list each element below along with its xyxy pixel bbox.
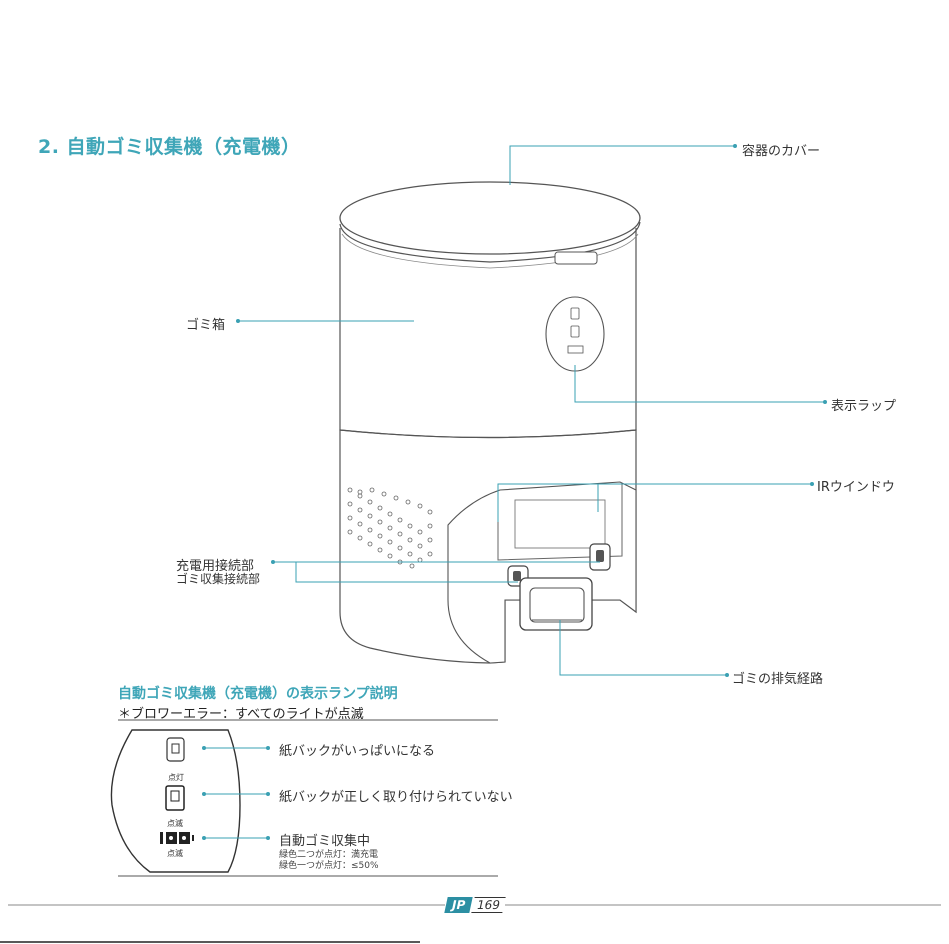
bag-full-icon [167,738,184,761]
page-language: JP [444,897,473,913]
bag-missing-icon [166,786,184,810]
legend-item-text: 紙バックが正しく取り付けられていない [279,786,513,805]
legend-item-text: 紙バックがいっぱいになる [279,740,435,759]
legend-item-subtext: 緑色二つが点灯：満充電 [279,850,378,861]
battery-icon [160,832,194,844]
legend-note: ＊ブロワーエラー：すべてのライトが点滅 [118,703,364,722]
docking-area [448,482,636,663]
page-number-badge: JP 169 [446,896,504,914]
cover-label: 容器のカバー [742,140,820,159]
legend-item-subtext: 緑色一つが点灯：≤50% [279,861,379,872]
exhaust-label: ゴミの排気経路 [732,668,823,687]
indicator-label: 表示ラップ [831,395,896,414]
legend-title: 自動ゴミ収集機（充電機）の表示ランプ説明 [118,683,398,703]
legend-item-text: 自動ゴミ収集中 [279,830,370,849]
dustbin-label: ゴミ箱 [186,314,225,333]
icon-caption-2: 点滅 [167,818,183,829]
lid [340,182,640,254]
icon-caption-1: 点灯 [168,772,184,783]
page-number: 169 [472,897,506,913]
dust-contact-label: ゴミ収集接続部 [176,570,260,587]
ir-window-label: IRウインドウ [817,476,895,495]
icon-caption-3: 点滅 [167,848,183,859]
